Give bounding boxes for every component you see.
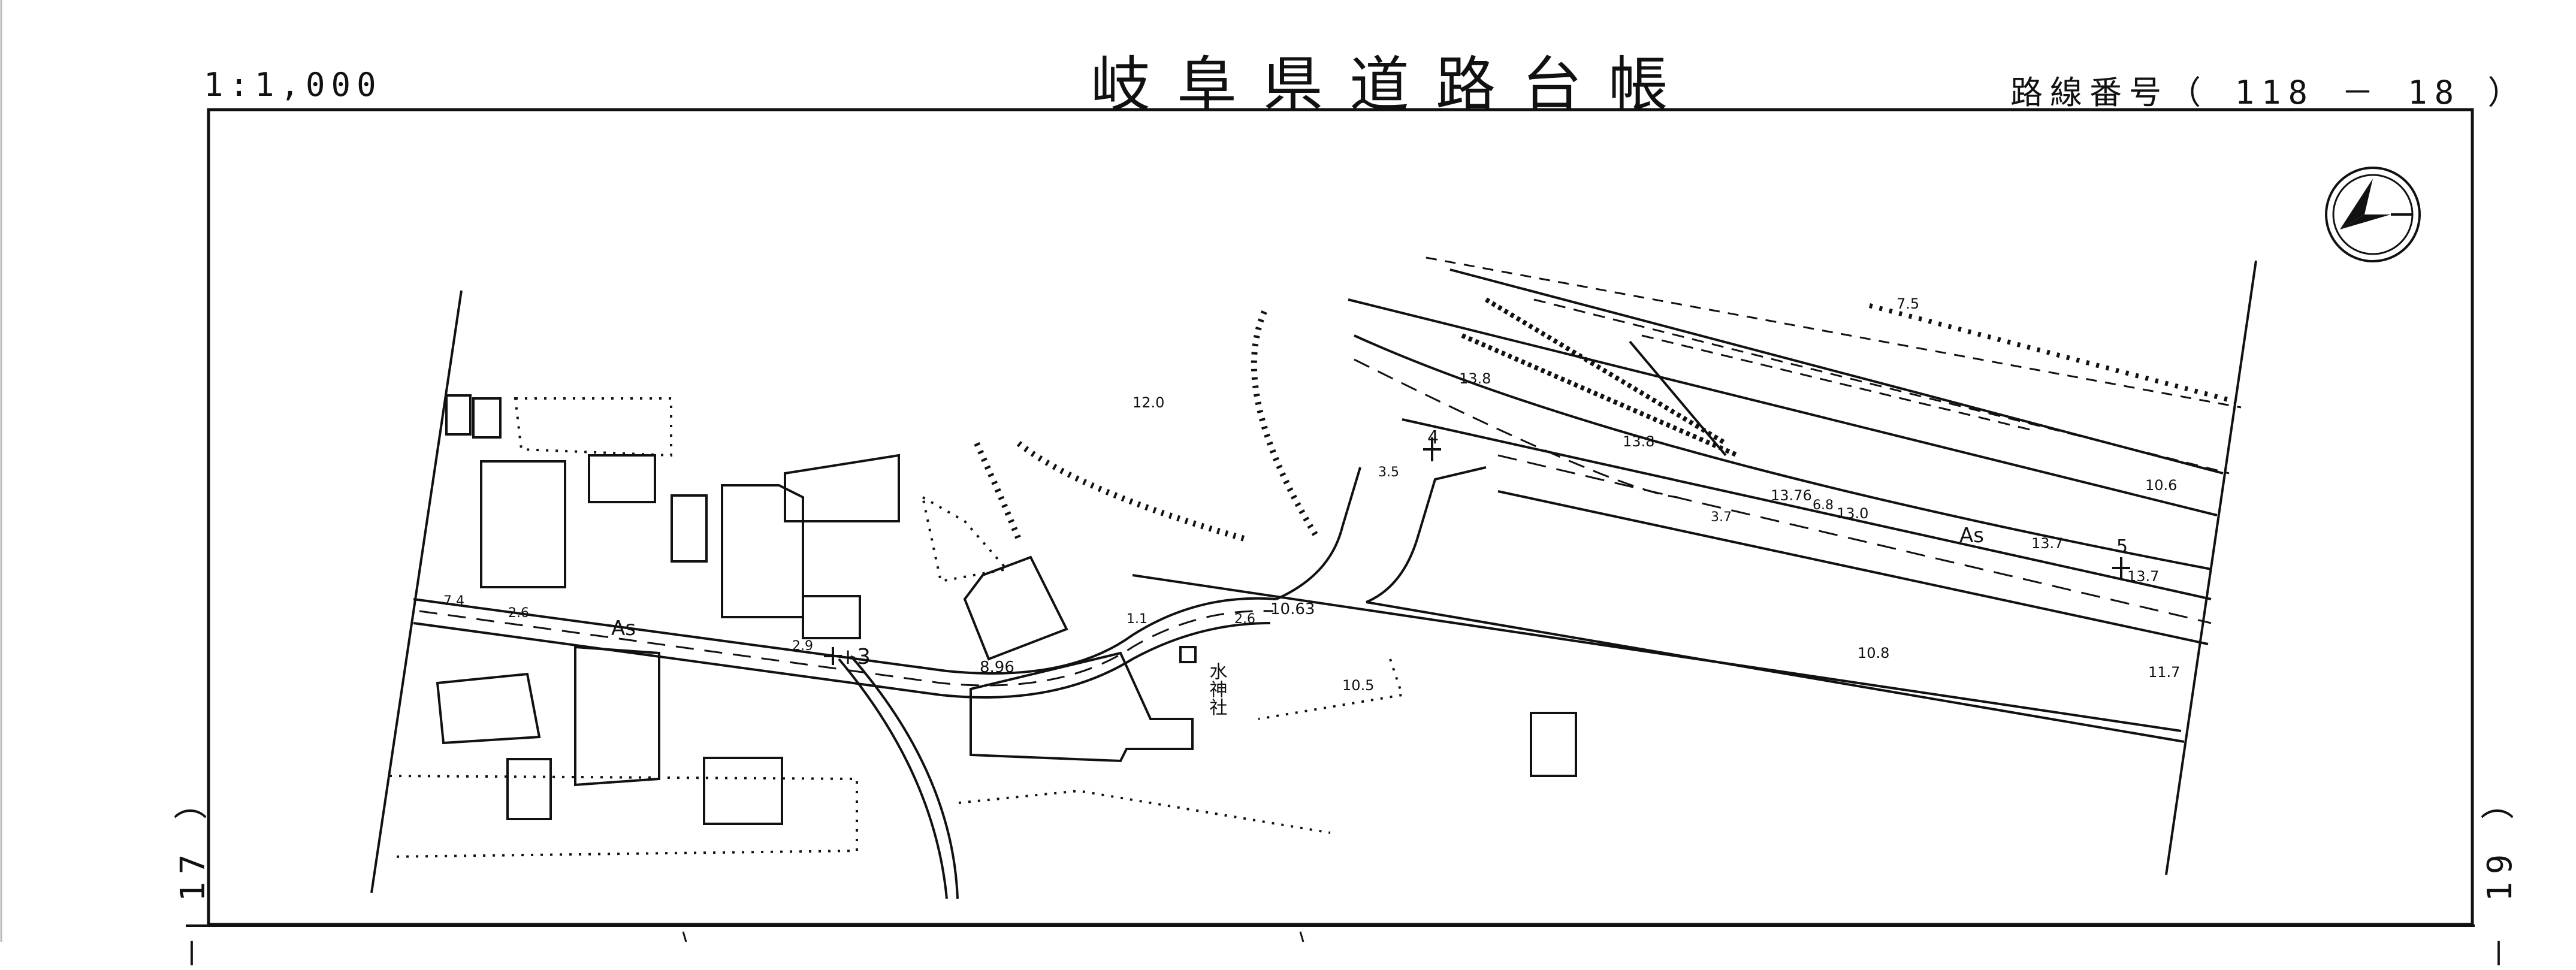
north-arrow-icon xyxy=(2325,167,2421,262)
elevation-label: 10.63 xyxy=(1270,600,1315,618)
route-number: 路線番号（ 118 － 18 ） xyxy=(2010,74,2527,111)
width-label: 3.5 xyxy=(1378,465,1399,480)
width-label: 1.1 xyxy=(1127,612,1147,627)
elevation-label: 13.8 xyxy=(1459,370,1491,387)
elevation-label: 12.0 xyxy=(1133,394,1164,411)
road-ledger-map: As As +3 4 5 7.4 2.6 2.9 1.1 2.6 3.5 3.7… xyxy=(0,0,2475,942)
elevation-label: 7.5 xyxy=(1896,295,1919,312)
width-label: 6.8 xyxy=(1813,498,1834,513)
elevation-label: 13.7 xyxy=(2127,568,2159,585)
upper-road xyxy=(1348,268,2224,645)
elevation-label: 10.5 xyxy=(1342,677,1374,694)
slope-hatching xyxy=(974,256,2242,542)
pavement-label-left: As xyxy=(611,617,636,640)
station-label-3: +3 xyxy=(839,645,871,669)
width-label: 2.6 xyxy=(508,606,529,621)
land-boundaries xyxy=(389,397,1404,858)
left-boundary-line xyxy=(370,290,463,893)
map-frame xyxy=(207,108,2474,926)
shrine-label: 水神社 xyxy=(1206,662,1228,716)
elevation-label: 13.8 xyxy=(1623,433,1654,450)
elevation-label: 8.96 xyxy=(980,658,1014,676)
width-label: 7.4 xyxy=(443,594,464,609)
station-label-4: 4 xyxy=(1427,427,1439,448)
pavement-label-right: As xyxy=(1959,524,1984,548)
buildings xyxy=(436,394,1577,825)
scale-label: 1:1,000 xyxy=(204,66,382,104)
width-label: 2.9 xyxy=(792,639,813,654)
station-label-5: 5 xyxy=(2116,536,2128,557)
elevation-label: 10.8 xyxy=(1858,645,1889,661)
width-label: 3.7 xyxy=(1711,510,1732,525)
elevation-label: 13.0 xyxy=(1837,505,1868,522)
station-marks xyxy=(824,437,2130,665)
right-boundary-line xyxy=(2165,260,2257,875)
elevation-label: 10.6 xyxy=(2145,477,2177,494)
elevation-label: 13.7 xyxy=(2031,535,2063,552)
main-road xyxy=(413,466,2185,899)
elevation-label: 11.7 xyxy=(2148,664,2180,681)
elevation-label: 13.76 xyxy=(1771,487,1812,504)
width-label: 2.6 xyxy=(1234,612,1255,627)
